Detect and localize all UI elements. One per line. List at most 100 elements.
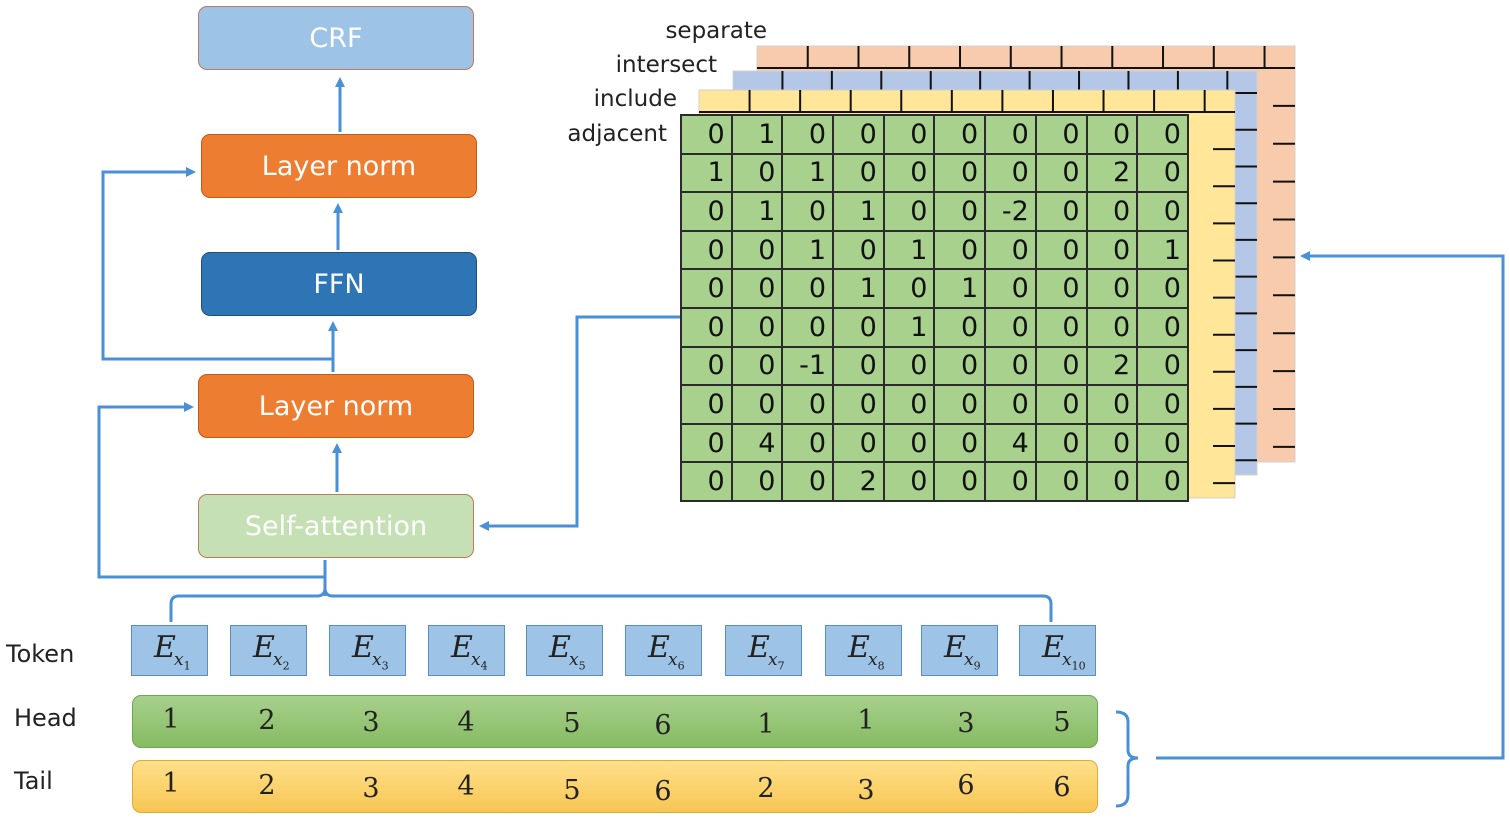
matrix-cell: 0 bbox=[781, 306, 835, 348]
matrix-cell: 0 bbox=[730, 306, 784, 348]
matrix-cell: 4 bbox=[730, 422, 784, 464]
token-index: 4 bbox=[480, 659, 488, 673]
token-symbol: E bbox=[352, 630, 374, 665]
matrix-cell: 0 bbox=[680, 191, 733, 232]
matrix-cell: 1 bbox=[933, 268, 987, 309]
token-symbol: E bbox=[253, 630, 275, 665]
matrix-cell: 0 bbox=[984, 384, 1037, 425]
matrix-cell: 0 bbox=[781, 422, 835, 464]
token-index: 6 bbox=[677, 659, 685, 673]
matrix-cell: 0 bbox=[984, 152, 1037, 194]
matrix-cell: 2 bbox=[1085, 345, 1139, 387]
matrix-cell: 0 bbox=[1136, 461, 1189, 502]
matrix-cell: 0 bbox=[1085, 306, 1139, 348]
matrix-cell: 0 bbox=[680, 422, 733, 464]
matrix-cell: 0 bbox=[933, 306, 987, 348]
matrix-cell: 0 bbox=[680, 229, 733, 271]
matrix-cell: 0 bbox=[1085, 114, 1139, 155]
matrix-cell: 1 bbox=[1136, 229, 1189, 271]
matrix-cell: 1 bbox=[781, 229, 835, 271]
tail-value: 6 bbox=[957, 770, 975, 801]
matrix-cell: 0 bbox=[1034, 306, 1088, 348]
matrix-cell: 0 bbox=[933, 461, 987, 502]
token-x: x bbox=[372, 650, 382, 670]
head-value: 2 bbox=[258, 705, 276, 736]
matrix-cell: 0 bbox=[933, 384, 987, 425]
matrix-cell: 0 bbox=[680, 345, 733, 387]
matrix-cell: 0 bbox=[1136, 268, 1189, 309]
matrix-cell: 0 bbox=[1085, 229, 1139, 271]
matrix-cell: 0 bbox=[1034, 384, 1088, 425]
matrix-cell: 0 bbox=[781, 384, 835, 425]
head-value: 6 bbox=[654, 710, 672, 741]
tail-value: 1 bbox=[162, 768, 180, 799]
matrix-cell: 0 bbox=[882, 114, 936, 155]
matrix-cell: 0 bbox=[680, 461, 733, 502]
token-subscript: x1 bbox=[174, 650, 191, 672]
matrix-cell: 0 bbox=[882, 384, 936, 425]
token-x: x bbox=[174, 650, 184, 670]
matrix-cell: 1 bbox=[680, 152, 733, 194]
matrix-cell: 0 bbox=[832, 345, 885, 387]
matrix-cell: 0 bbox=[984, 268, 1037, 309]
matrix-to-sa bbox=[479, 315, 680, 531]
matrix-cell: 0 bbox=[1085, 268, 1139, 309]
matrix-cell: 0 bbox=[882, 345, 936, 387]
tail-value: 2 bbox=[757, 773, 775, 804]
matrix-cell: 1 bbox=[882, 229, 936, 271]
matrix-cell: 0 bbox=[882, 152, 936, 194]
matrix-cell: 0 bbox=[832, 152, 885, 194]
token-index: 1 bbox=[183, 659, 191, 673]
matrix-cell: 0 bbox=[1034, 114, 1088, 155]
matrix-cell: 0 bbox=[933, 191, 987, 232]
matrix-cell: 0 bbox=[882, 268, 936, 309]
matrix-cell: 0 bbox=[984, 114, 1037, 155]
matrix-cell: 0 bbox=[832, 114, 885, 155]
head-row-label: Head bbox=[14, 704, 77, 732]
matrix-cell: 0 bbox=[832, 229, 885, 271]
token-subscript: x6 bbox=[668, 650, 685, 672]
matrix-cell: 0 bbox=[933, 152, 987, 194]
matrix-cell: 0 bbox=[1085, 384, 1139, 425]
matrix-cell: 0 bbox=[730, 268, 784, 309]
token-index: 10 bbox=[1071, 659, 1086, 673]
matrix-cell: 1 bbox=[781, 152, 835, 194]
token-index: 8 bbox=[877, 659, 885, 673]
matrix-cell: 1 bbox=[832, 191, 885, 232]
matrix-cell: 0 bbox=[882, 191, 936, 232]
tail-value: 5 bbox=[563, 775, 581, 806]
self-attention-label: Self-attention bbox=[244, 510, 428, 542]
head-tail-to-matrix bbox=[1156, 251, 1505, 760]
tail-value: 4 bbox=[457, 771, 475, 802]
token-subscript: x9 bbox=[964, 650, 981, 672]
tail-value: 3 bbox=[857, 775, 875, 806]
token-symbol: E bbox=[1042, 630, 1064, 665]
token-x: x bbox=[471, 650, 481, 670]
matrix-cell: 0 bbox=[680, 268, 733, 309]
residual-input-to-ln1 bbox=[97, 402, 325, 579]
matrix-cell: 0 bbox=[984, 345, 1037, 387]
matrix-cell: 0 bbox=[933, 422, 987, 464]
matrix-cell: 0 bbox=[1136, 306, 1189, 348]
token-subscript: x10 bbox=[1062, 650, 1086, 672]
layer-norm-top-block: Layer norm bbox=[201, 134, 477, 198]
token-symbol: E bbox=[848, 630, 870, 665]
matrix-cell: 2 bbox=[1085, 152, 1139, 194]
token-x: x bbox=[768, 650, 778, 670]
matrix-cell: 0 bbox=[1136, 152, 1189, 194]
layer-label-separate: separate bbox=[665, 18, 767, 44]
